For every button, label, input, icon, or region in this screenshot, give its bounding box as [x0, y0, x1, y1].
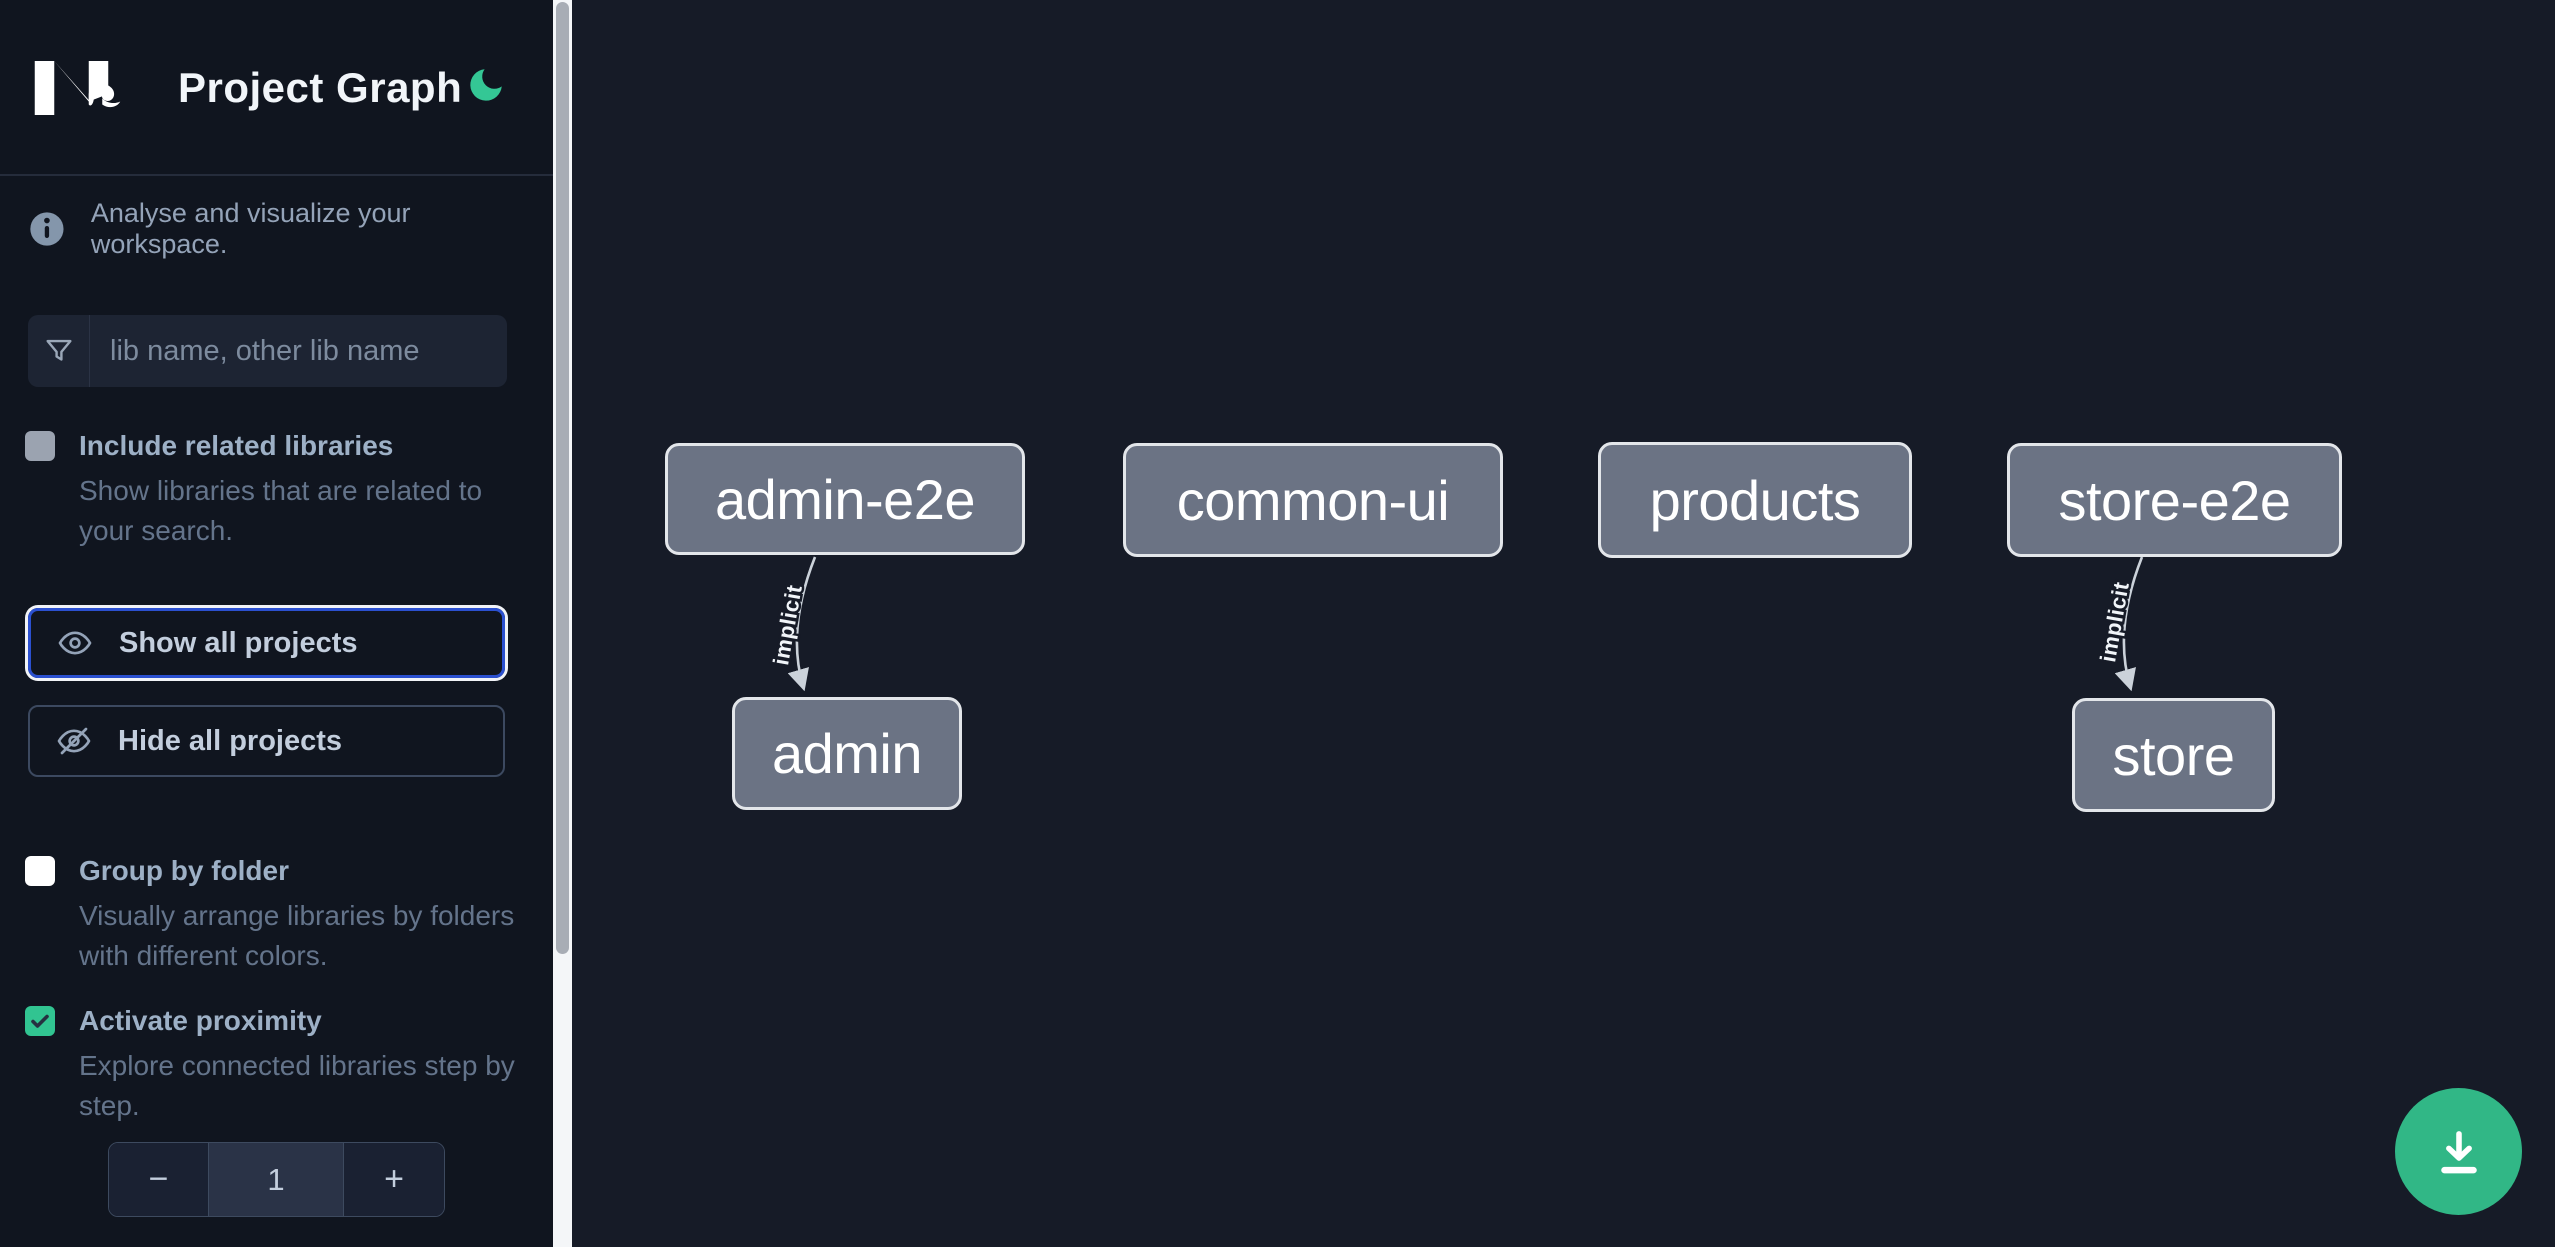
info-text: Analyse and visualize your workspace. — [90, 198, 411, 259]
graph-edges — [787, 556, 2144, 692]
filter-funnel-icon — [45, 339, 72, 361]
search-input[interactable] — [90, 315, 507, 387]
activate-proximity-row: Activate proximity Explore connected lib… — [25, 1002, 539, 1126]
theme-toggle-button[interactable] — [460, 64, 512, 108]
activate-proximity-description: Explore connected libraries step by step… — [79, 1049, 515, 1121]
proximity-depth-stepper: − 1 + — [108, 1142, 445, 1217]
filter-icon-cell — [28, 315, 90, 387]
hide-all-projects-label: Hide all projects — [118, 724, 343, 757]
moon-icon — [470, 69, 502, 101]
include-related-label: Include related libraries — [79, 430, 394, 461]
graph-node-admin[interactable]: admin — [732, 697, 962, 810]
graph-node-admin-e2e[interactable]: admin-e2e — [665, 443, 1025, 555]
workspace-info: Analyse and visualize your workspace. — [27, 198, 553, 260]
graph-node-products[interactable]: products — [1598, 442, 1912, 558]
increment-button[interactable]: + — [344, 1143, 444, 1216]
search-box — [28, 315, 507, 387]
proximity-depth-value[interactable]: 1 — [208, 1143, 344, 1216]
show-all-projects-label: Show all projects — [119, 626, 358, 659]
project-graph-canvas[interactable]: implicit implicit admin-e2e common-ui pr… — [572, 0, 2555, 1247]
eye-off-icon — [57, 727, 91, 755]
activate-proximity-checkbox[interactable] — [25, 1006, 55, 1036]
include-related-row: Include related libraries Show libraries… — [25, 427, 539, 551]
decrement-button[interactable]: − — [109, 1143, 208, 1216]
sidebar: Project Graph Analyse and visualize your… — [0, 0, 553, 1247]
group-by-folder-label: Group by folder — [79, 855, 289, 886]
edge-admin-e2e-admin — [787, 556, 817, 692]
edge-store-e2e-store — [2114, 556, 2144, 692]
sidebar-header: Project Graph — [0, 0, 553, 176]
page-title: Project Graph — [178, 64, 463, 111]
activate-proximity-label: Activate proximity — [79, 1005, 322, 1036]
checkmark-icon — [31, 1014, 49, 1028]
download-icon — [2440, 1130, 2477, 1173]
nx-logo — [34, 61, 121, 115]
group-by-folder-description: Visually arrange libraries by folders wi… — [79, 899, 515, 971]
info-icon — [30, 212, 64, 246]
graph-node-store-e2e[interactable]: store-e2e — [2007, 443, 2342, 557]
sidebar-scrollbar-track — [553, 0, 572, 1247]
group-by-folder-row: Group by folder Visually arrange librari… — [25, 852, 539, 976]
group-by-folder-checkbox[interactable] — [25, 856, 55, 886]
graph-node-store[interactable]: store — [2072, 698, 2275, 812]
show-all-projects-button[interactable]: Show all projects — [28, 608, 505, 678]
hide-all-projects-button[interactable]: Hide all projects — [28, 705, 505, 777]
download-image-button[interactable] — [2395, 1088, 2522, 1215]
sidebar-scrollbar-thumb[interactable] — [556, 2, 569, 954]
eye-icon — [58, 631, 92, 655]
include-related-checkbox[interactable] — [25, 431, 55, 461]
graph-node-common-ui[interactable]: common-ui — [1123, 443, 1503, 557]
include-related-description: Show libraries that are related to your … — [79, 474, 483, 546]
